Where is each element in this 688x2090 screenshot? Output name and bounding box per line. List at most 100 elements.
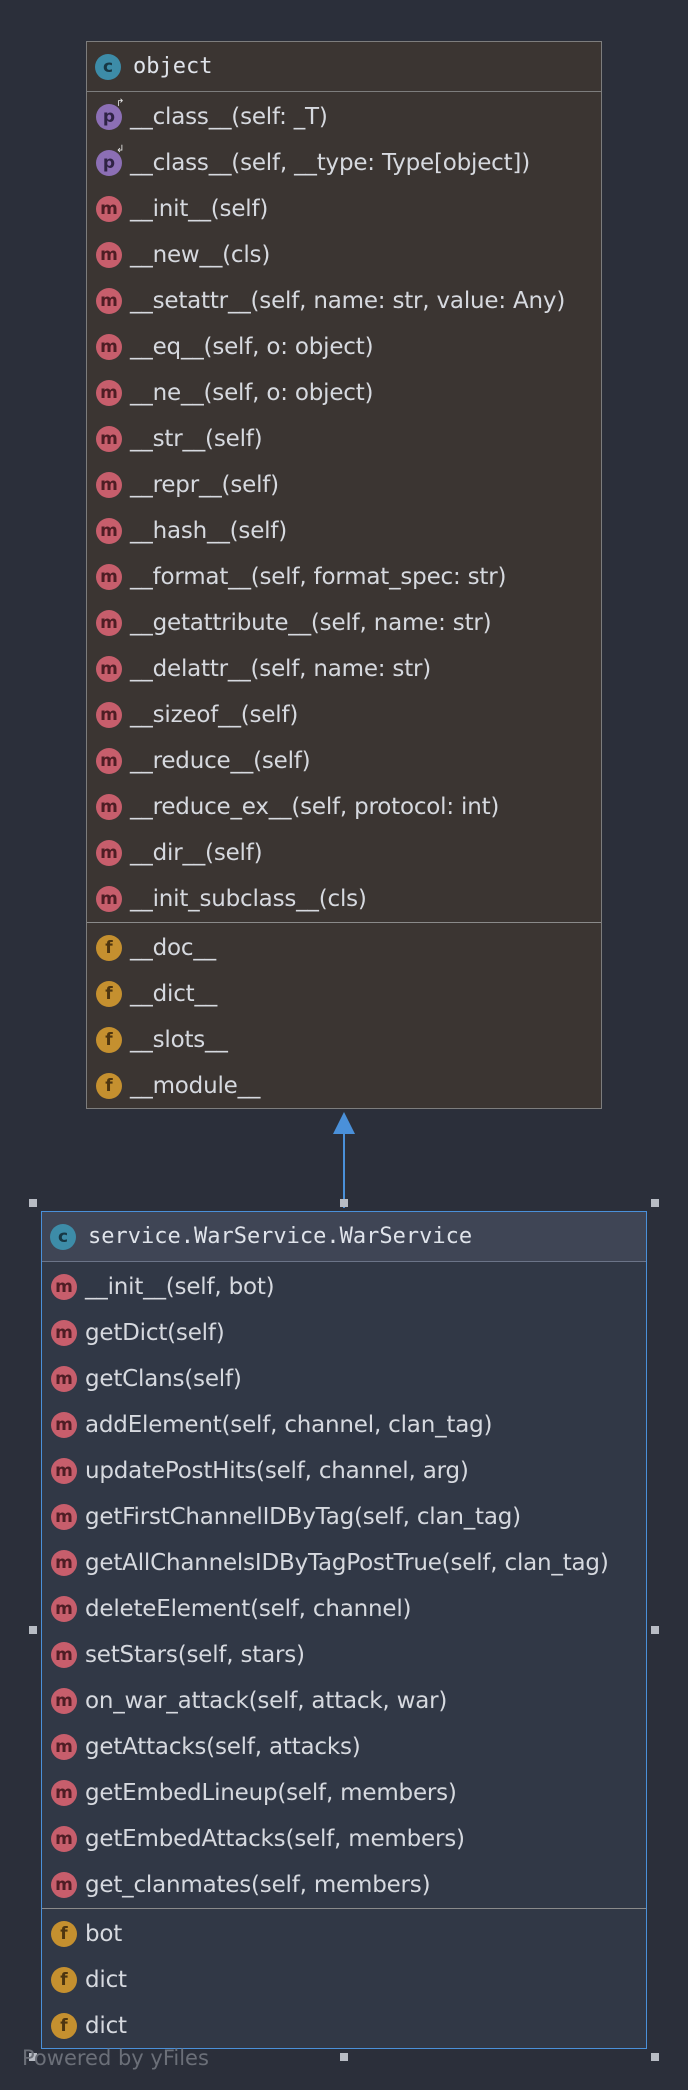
- resize-handle-bottom[interactable]: [340, 2053, 348, 2061]
- member-label: __reduce_ex__(self, protocol: int): [130, 794, 500, 820]
- member-label: __eq__(self, o: object): [130, 334, 374, 360]
- resize-handle-bottom-right[interactable]: [651, 2053, 659, 2061]
- method-icon: m: [96, 656, 122, 682]
- resize-handle-top[interactable]: [340, 1199, 348, 1207]
- property-icon: p↱: [96, 98, 124, 130]
- object-class-node[interactable]: c object p↱__class__(self: _T)p↲__class_…: [86, 41, 602, 1109]
- method-row[interactable]: m__dir__(self): [87, 830, 601, 876]
- method-icon: m: [96, 472, 122, 498]
- member-label: __getattribute__(self, name: str): [130, 610, 492, 636]
- field-icon: f: [51, 1967, 77, 1993]
- field-row[interactable]: f__dict__: [87, 971, 601, 1017]
- property-row[interactable]: p↲__class__(self, __type: Type[object]): [87, 140, 601, 186]
- member-label: __init_subclass__(cls): [130, 886, 367, 912]
- resize-handle-bottom-left[interactable]: [29, 2053, 37, 2061]
- member-label: __class__(self: _T): [130, 104, 328, 130]
- member-label: getClans(self): [85, 1366, 242, 1392]
- member-label: __repr__(self): [130, 472, 279, 498]
- method-icon: m: [51, 1458, 77, 1484]
- method-icon: m: [96, 196, 122, 222]
- method-row[interactable]: m __ne__(self, o: object): [87, 370, 601, 416]
- member-label: __setattr__(self, name: str, value: Any): [130, 288, 566, 314]
- member-label: __sizeof__(self): [130, 702, 299, 728]
- method-icon: m: [51, 1688, 77, 1714]
- method-icon: m: [96, 886, 122, 912]
- method-icon: m: [96, 380, 122, 406]
- method-row[interactable]: m__reduce__(self): [87, 738, 601, 784]
- member-label: __slots__: [130, 1027, 228, 1053]
- field-row[interactable]: f__doc__: [87, 925, 601, 971]
- member-label: getEmbedLineup(self, members): [85, 1780, 457, 1806]
- member-label: __dir__(self): [130, 840, 263, 866]
- object-class-header: c object: [87, 42, 601, 92]
- method-row[interactable]: m __delattr__(self, name: str): [87, 646, 601, 692]
- property-icon: p↲: [96, 144, 124, 176]
- method-row[interactable]: m__hash__(self): [87, 508, 601, 554]
- method-row[interactable]: m updatePostHits(self, channel, arg): [42, 1448, 646, 1494]
- method-row[interactable]: m on_war_attack(self, attack, war): [42, 1678, 646, 1724]
- member-label: getEmbedAttacks(self, members): [85, 1826, 465, 1852]
- class-icon: c: [95, 53, 121, 80]
- class-icon: c: [50, 1223, 76, 1250]
- member-label: __ne__(self, o: object): [130, 380, 374, 406]
- method-row[interactable]: m__format__(self, format_spec: str): [87, 554, 601, 600]
- member-label: getFirstChannelIDByTag(self, clan_tag): [85, 1504, 521, 1530]
- field-row[interactable]: f__module__: [87, 1063, 601, 1109]
- warservice-class-node[interactable]: c service.WarService.WarService m__init_…: [41, 1211, 647, 2049]
- method-icon: m: [96, 334, 122, 360]
- method-row[interactable]: m __eq__(self, o: object): [87, 324, 601, 370]
- method-icon: m: [51, 1412, 77, 1438]
- member-label: get_clanmates(self, members): [85, 1872, 431, 1898]
- member-label: __new__(cls): [130, 242, 271, 268]
- method-row[interactable]: m__sizeof__(self): [87, 692, 601, 738]
- getter-arrow-icon: ↱: [116, 98, 125, 109]
- field-icon: f: [96, 981, 122, 1007]
- method-row[interactable]: m __repr__(self): [87, 462, 601, 508]
- method-row[interactable]: m__init__(self): [87, 186, 601, 232]
- method-row[interactable]: m__new__(cls): [87, 232, 601, 278]
- class-name: object: [133, 54, 213, 79]
- method-row[interactable]: m__init__(self, bot): [42, 1264, 646, 1310]
- method-row[interactable]: m__getattribute__(self, name: str): [87, 600, 601, 646]
- method-icon: m: [96, 748, 122, 774]
- member-label: updatePostHits(self, channel, arg): [85, 1458, 469, 1484]
- field-icon: f: [96, 1027, 122, 1053]
- method-icon: m: [51, 1596, 77, 1622]
- member-label: on_war_attack(self, attack, war): [85, 1688, 448, 1714]
- member-label: addElement(self, channel, clan_tag): [85, 1412, 493, 1438]
- inheritance-arrowhead: [333, 1112, 355, 1134]
- field-icon: f: [51, 2013, 77, 2039]
- method-row[interactable]: m getClans(self): [42, 1356, 646, 1402]
- member-label: __class__(self, __type: Type[object]): [130, 150, 530, 176]
- resize-handle-top-right[interactable]: [651, 1199, 659, 1207]
- resize-handle-right[interactable]: [651, 1626, 659, 1634]
- field-row[interactable]: f __slots__: [87, 1017, 601, 1063]
- method-row[interactable]: m__setattr__(self, name: str, value: Any…: [87, 278, 601, 324]
- method-icon: m: [51, 1550, 77, 1576]
- member-label: __delattr__(self, name: str): [130, 656, 432, 682]
- method-row[interactable]: m addElement(self, channel, clan_tag): [42, 1402, 646, 1448]
- method-row[interactable]: m __init_subclass__(cls): [87, 876, 601, 922]
- warservice-class-header: c service.WarService.WarService: [42, 1212, 646, 1262]
- resize-handle-top-left[interactable]: [29, 1199, 37, 1207]
- field-icon: f: [96, 935, 122, 961]
- resize-handle-left[interactable]: [29, 1626, 37, 1634]
- method-row[interactable]: m__str__(self): [87, 416, 601, 462]
- property-row[interactable]: p↱__class__(self: _T): [87, 94, 601, 140]
- method-icon: m: [51, 1366, 77, 1392]
- member-label: __format__(self, format_spec: str): [130, 564, 507, 590]
- method-row[interactable]: m__reduce_ex__(self, protocol: int): [87, 784, 601, 830]
- member-label: __str__(self): [130, 426, 263, 452]
